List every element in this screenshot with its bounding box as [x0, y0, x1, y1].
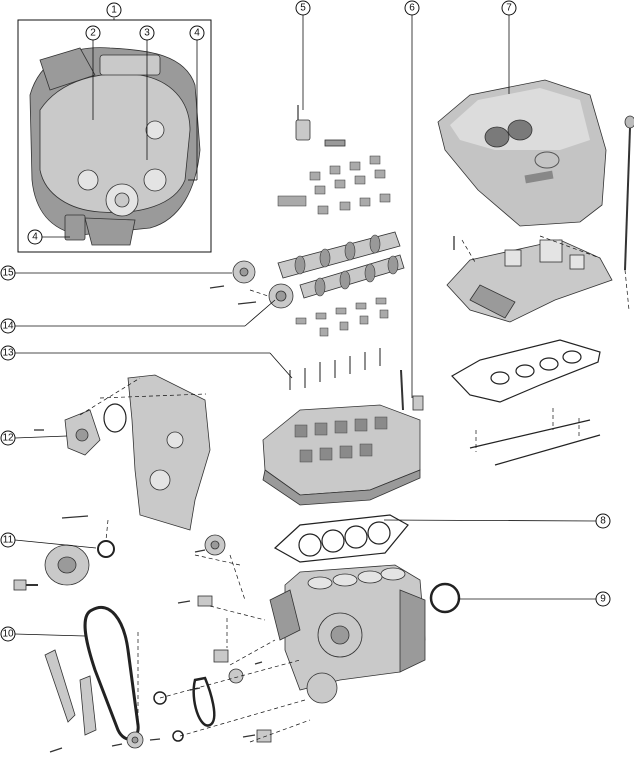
crankshaft-pulley-bolt	[13, 579, 38, 591]
engine-assembly-illustration	[29, 47, 201, 246]
callout-3: 3	[139, 25, 155, 41]
cylinder-head-bolt	[400, 369, 424, 411]
bolt-hardware	[34, 236, 455, 753]
chain-guide	[44, 649, 76, 723]
water-pump-gasket	[103, 403, 127, 433]
spark-plug-seal-rails	[469, 408, 601, 466]
timing-bracket	[213, 649, 229, 663]
svg-text:1: 1	[111, 5, 117, 16]
cylinder-head-gasket	[273, 514, 409, 563]
seal-ring	[153, 691, 167, 705]
svg-text:4: 4	[32, 232, 38, 243]
rocker-arms	[277, 155, 391, 215]
callout-2: 2	[85, 25, 101, 41]
chain-tensioner	[197, 595, 213, 607]
svg-text:7: 7	[506, 3, 512, 14]
engine-cover	[437, 79, 607, 227]
camshaft-sprocket-intake	[232, 260, 256, 284]
svg-text:12: 12	[2, 433, 14, 444]
callout-13: 13	[0, 345, 16, 361]
oil-pump-sprocket	[126, 731, 144, 749]
variable-valve-timing-actuator	[268, 283, 294, 309]
svg-text:3: 3	[144, 28, 150, 39]
callout-8: 8	[595, 513, 611, 529]
callout-14: 14	[0, 318, 16, 334]
cylinder-head-cover	[446, 235, 613, 323]
svg-text:9: 9	[600, 594, 606, 605]
svg-text:5: 5	[300, 3, 306, 14]
valve-cover-gasket	[451, 339, 601, 403]
callout-15: 15	[0, 265, 16, 281]
valves	[289, 348, 381, 390]
water-pump	[64, 409, 101, 456]
timing-chain-cover	[127, 374, 211, 531]
oil-pump-tensioner	[256, 729, 272, 743]
engine-inset	[17, 19, 212, 253]
callout-6: 6	[404, 0, 420, 16]
front-oil-seal	[97, 540, 115, 558]
camshafts	[277, 231, 405, 299]
svg-text:6: 6	[409, 3, 415, 14]
oil-control-valve	[295, 105, 346, 147]
assembly-guide-lines	[79, 289, 311, 743]
callout-7: 7	[501, 0, 517, 16]
seal-washer	[172, 730, 184, 742]
callout-12: 12	[0, 430, 16, 446]
crankshaft-sprocket	[228, 668, 244, 684]
svg-text:10: 10	[2, 629, 14, 640]
callout-9: 9	[595, 591, 611, 607]
svg-text:13: 13	[2, 348, 14, 359]
callout-10: 10	[0, 626, 16, 642]
svg-text:11: 11	[3, 535, 14, 546]
idler-sprocket	[204, 534, 226, 556]
callout-5: 5	[295, 0, 311, 16]
hydraulic-lash-adjusters	[295, 297, 389, 337]
callout-leaders	[14, 15, 597, 637]
callout-4-lower: 4	[27, 229, 43, 245]
svg-text:8: 8	[600, 516, 606, 527]
callout-1: 1	[106, 2, 122, 18]
oil-dipstick	[624, 115, 634, 311]
callout-11: 11	[0, 532, 16, 548]
crankshaft-pulley	[44, 544, 90, 586]
cylinder-head	[262, 404, 421, 506]
svg-text:2: 2	[90, 28, 96, 39]
svg-text:4: 4	[194, 28, 200, 39]
svg-text:15: 15	[2, 268, 14, 279]
callout-4-upper: 4	[189, 25, 205, 41]
cylinder-block	[269, 564, 426, 704]
chain-tensioner-arm	[79, 675, 97, 736]
oil-pump-chain	[192, 676, 216, 727]
rear-oil-seal	[429, 582, 461, 614]
svg-text:14: 14	[2, 321, 14, 332]
